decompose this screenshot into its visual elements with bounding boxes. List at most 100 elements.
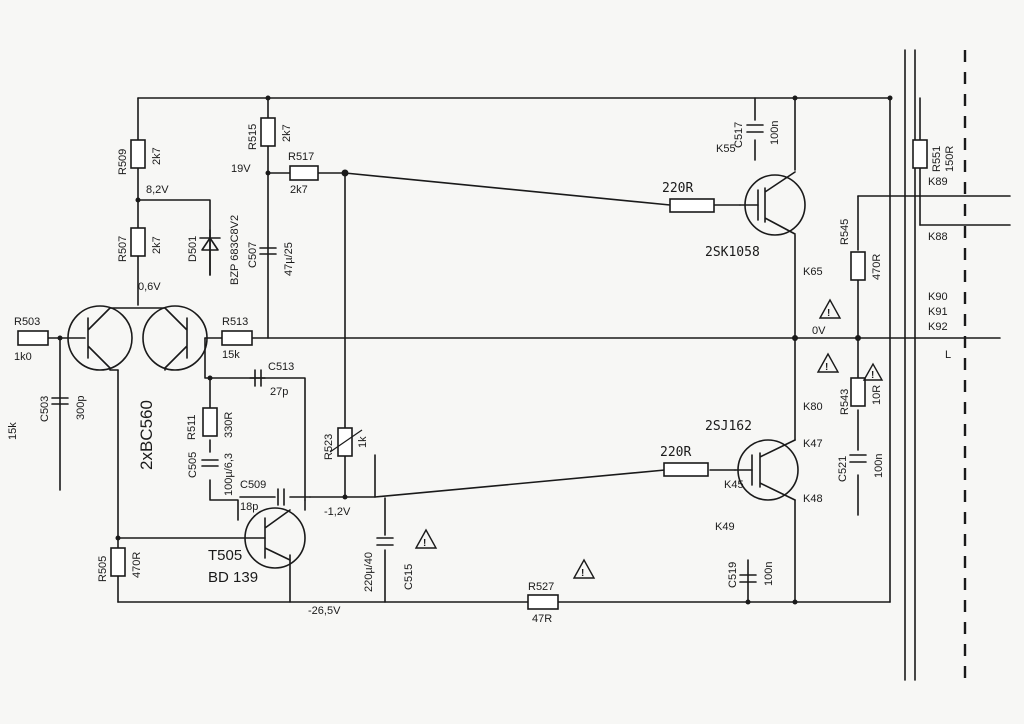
voltage-0v6: 0,6V bbox=[138, 281, 161, 293]
r543-ref: R543 bbox=[839, 389, 851, 415]
pair-value: 2xBC560 bbox=[137, 400, 156, 470]
margin-label: 15k bbox=[7, 422, 19, 440]
c515-value: 220µ/40 bbox=[363, 552, 375, 592]
junction-dot bbox=[135, 197, 141, 203]
resistor-r509 bbox=[130, 139, 146, 169]
c517-value: 100n bbox=[769, 121, 781, 145]
r511-ref: R511 bbox=[186, 415, 198, 440]
junction-dot bbox=[745, 599, 751, 605]
r543-value: 10R bbox=[871, 385, 883, 405]
c507-ref: C507 bbox=[247, 242, 259, 268]
resistor-r517 bbox=[289, 165, 319, 181]
r517-ref: R517 bbox=[288, 151, 314, 163]
junction-dot bbox=[341, 169, 349, 177]
warning-triangle-icon: ! bbox=[818, 298, 842, 319]
connector-l: L bbox=[945, 349, 951, 361]
resistor-r515 bbox=[260, 117, 276, 147]
connector-k45: K45 bbox=[724, 479, 744, 491]
svg-text:!: ! bbox=[423, 538, 426, 549]
connector-k92: K92 bbox=[928, 321, 948, 333]
c505-value: 100µ/6,3 bbox=[223, 453, 235, 496]
c513-ref: C513 bbox=[268, 361, 294, 373]
q-lower-value: 2SJ162 bbox=[705, 419, 752, 434]
r523-value: 1k bbox=[357, 436, 369, 448]
c513-value: 27p bbox=[270, 386, 288, 398]
voltage-minus-26v5: -26,5V bbox=[308, 605, 341, 617]
resistor-r511 bbox=[202, 407, 218, 437]
r505-value: 470R bbox=[131, 552, 143, 578]
transistor-pair-bc560 bbox=[67, 305, 208, 371]
c509-value: 18p bbox=[240, 501, 258, 513]
connector-k91: K91 bbox=[928, 306, 948, 318]
r545-value: 470R bbox=[871, 254, 883, 280]
resistor-r507 bbox=[130, 227, 146, 257]
junction-dot bbox=[792, 95, 798, 101]
c515-ref: C515 bbox=[403, 564, 415, 590]
c507-value: 47µ/25 bbox=[283, 242, 295, 276]
r527-value: 47R bbox=[532, 613, 552, 625]
transistor-t505 bbox=[244, 507, 306, 569]
r515-ref: R515 bbox=[247, 124, 259, 150]
r545-ref: R545 bbox=[839, 219, 851, 245]
trimmer-arrow bbox=[329, 429, 363, 453]
t505-ref: T505 bbox=[208, 547, 242, 564]
c509-ref: C509 bbox=[240, 479, 266, 491]
capacitor-c515 bbox=[376, 537, 394, 546]
c503-ref: C503 bbox=[39, 396, 51, 422]
transistor-2sj162 bbox=[734, 439, 799, 501]
resistor-r513 bbox=[221, 330, 253, 346]
junction-dot bbox=[115, 535, 121, 541]
r517-value: 2k7 bbox=[290, 184, 308, 196]
gate-resistor-lower bbox=[663, 462, 709, 477]
resistor-r543 bbox=[850, 377, 866, 407]
warning-symbols: ! ! ! ! ! bbox=[414, 298, 884, 579]
r503-ref: R503 bbox=[14, 316, 40, 328]
r505-ref: R505 bbox=[97, 556, 109, 582]
junction-dot bbox=[265, 170, 271, 176]
capacitors bbox=[51, 124, 867, 583]
q-upper-value: 2SK1058 bbox=[705, 245, 760, 260]
capacitor-c517 bbox=[746, 124, 764, 133]
junction-dot bbox=[207, 375, 213, 381]
capacitor-c509 bbox=[277, 488, 285, 506]
c519-ref: C519 bbox=[727, 562, 739, 588]
svg-text:!: ! bbox=[827, 308, 830, 319]
connector-k89: K89 bbox=[928, 176, 948, 188]
c521-ref: C521 bbox=[837, 456, 849, 482]
warning-triangle-icon: ! bbox=[816, 352, 840, 373]
capacitor-c519 bbox=[739, 574, 757, 583]
voltage-19v: 19V bbox=[231, 163, 251, 175]
connector-k47: K47 bbox=[803, 438, 823, 450]
connector-k90: K90 bbox=[928, 291, 948, 303]
connector-k65: K65 bbox=[803, 266, 823, 278]
connector-k80: K80 bbox=[803, 401, 823, 413]
c503-value: 300p bbox=[75, 396, 87, 420]
r523-ref: R523 bbox=[323, 434, 335, 460]
junctions bbox=[57, 95, 893, 605]
zener-d501 bbox=[199, 229, 221, 276]
connector-k88: K88 bbox=[928, 231, 948, 243]
c519-value: 100n bbox=[763, 562, 775, 586]
resistor-r503 bbox=[17, 330, 49, 346]
resistor-r551 bbox=[912, 139, 928, 169]
junction-dot bbox=[855, 335, 861, 341]
r551-ref: R551 bbox=[931, 146, 943, 172]
voltage-minus-1v2: -1,2V bbox=[324, 506, 351, 518]
r509-value: 2k7 bbox=[151, 147, 163, 165]
gate-resistor-upper bbox=[669, 198, 715, 213]
svg-text:!: ! bbox=[581, 568, 584, 579]
connector-k48: K48 bbox=[803, 493, 823, 505]
r515-value: 2k7 bbox=[281, 124, 293, 142]
t505-value: BD 139 bbox=[208, 569, 258, 586]
d501-ref: D501 bbox=[187, 236, 199, 262]
capacitor-c513 bbox=[254, 369, 262, 387]
c505-ref: C505 bbox=[187, 452, 199, 478]
r551-value: 150R bbox=[944, 146, 956, 172]
capacitor-c521 bbox=[849, 454, 867, 463]
warning-triangle-icon: ! bbox=[414, 528, 438, 549]
gate-lower-value: 220R bbox=[660, 445, 691, 460]
resistors bbox=[17, 117, 928, 610]
r507-ref: R507 bbox=[117, 236, 129, 262]
